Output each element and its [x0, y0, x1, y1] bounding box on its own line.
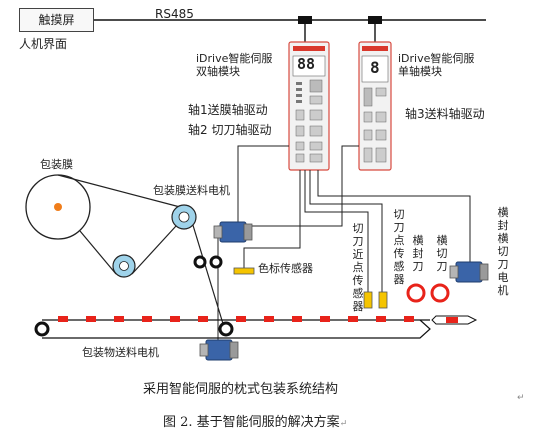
cutter-near-sensor [363, 291, 373, 309]
dual-module-display: 88 [297, 55, 316, 73]
cable-cutter-sensor [309, 170, 383, 292]
figure-caption: 图 2. 基于智能伺服的解决方案↵ [163, 411, 347, 430]
seal-knife [406, 283, 426, 303]
sensor-roller-right [209, 255, 223, 269]
product-marks [58, 316, 414, 322]
color-sensor-label: 色标传感器 [258, 262, 313, 275]
conveyor [34, 319, 431, 339]
film-roller-2-hub [119, 261, 129, 271]
dual-axis-drive [288, 41, 330, 171]
cable-conveyor-motor [217, 145, 359, 340]
cut-knife [430, 283, 450, 303]
bus-connector-single [368, 16, 382, 24]
cutter-point-sensor [378, 291, 388, 309]
cutter-motor [449, 261, 489, 283]
dual-module-title: iDrive智能伺服 双轴模块 [196, 52, 273, 78]
axis1-label: 轴1送膜轴驱动 [188, 103, 268, 117]
output-product-mark [446, 317, 458, 323]
cut-knife-label: 横切刀 [436, 234, 448, 273]
single-module-display: 8 [370, 58, 380, 77]
cutter-sensor-label: 切刀点传感器 [393, 208, 405, 286]
figure-caption-text: 图 2. 基于智能伺服的解决方案 [163, 415, 340, 430]
hmi-caption: 人机界面 [19, 37, 68, 51]
color-mark-sensor [233, 267, 255, 275]
cable-color-sensor [243, 170, 301, 268]
film-motor-label: 包装膜送料电机 [153, 184, 230, 197]
bus-connector-dual [298, 16, 312, 24]
single-axis-drive [358, 41, 392, 171]
film-feed-motor [213, 221, 253, 243]
diagram-caption: 采用智能伺服的枕式包装系统结构 [143, 382, 339, 397]
paragraph-mark-icon: ↵ [339, 419, 348, 429]
axis2-label: 轴2 切刀轴驱动 [188, 123, 272, 137]
paragraph-mark-icon: ↵ [517, 393, 525, 403]
cable-near-sensor [304, 170, 369, 292]
film-roller-1-hub [178, 211, 190, 223]
film-path [57, 174, 225, 328]
cutter-near-sensor-label: 切刀近点传感器 [352, 222, 364, 313]
rs485-label: RS485 [155, 7, 194, 21]
seal-knife-label: 横封刀 [412, 234, 424, 273]
cable-film-motor [237, 145, 289, 222]
conveyor-motor [199, 339, 239, 361]
cable-cutter-motor [317, 170, 471, 262]
axis3-label: 轴3送料轴驱动 [405, 107, 485, 121]
sensor-roller-left [193, 255, 207, 269]
hmi-touchscreen: 触摸屏 [19, 8, 94, 32]
single-module-title: iDrive智能伺服 单轴模块 [398, 52, 475, 78]
cutter-motor-label: 横封横切刀电机 [497, 206, 509, 297]
signal-cables [217, 145, 471, 340]
conveyor-motor-label: 包装物送料电机 [82, 346, 159, 359]
film-roll-label: 包装膜 [40, 158, 73, 171]
film-roll-core [54, 203, 62, 211]
